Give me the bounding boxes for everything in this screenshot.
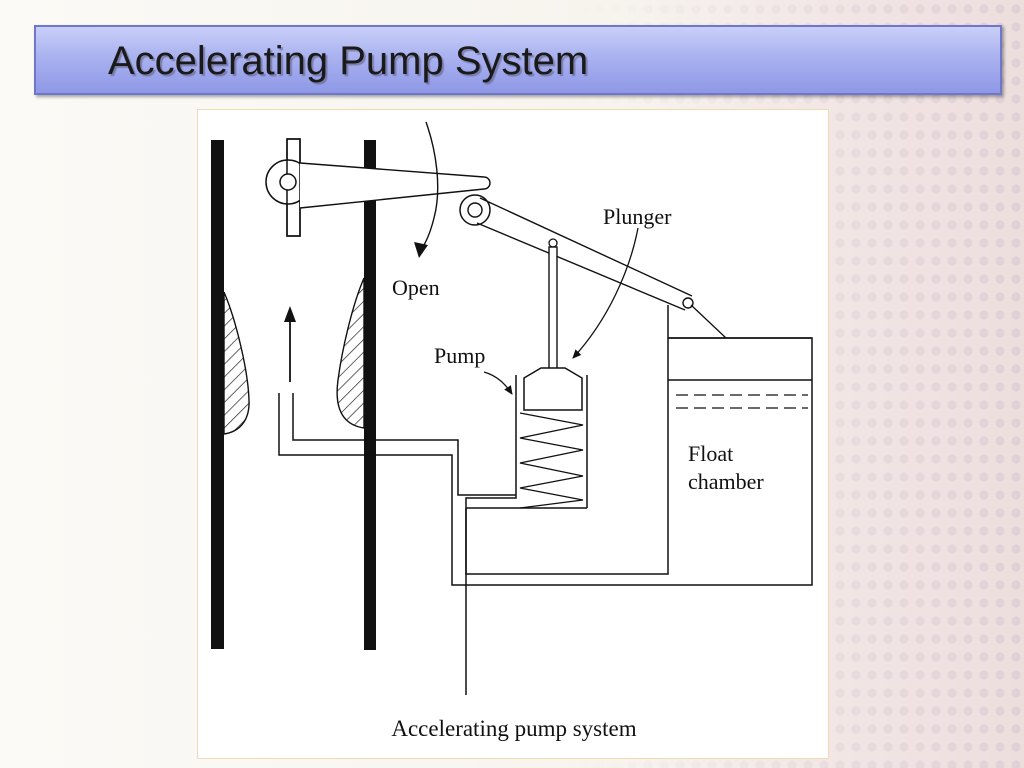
figure-caption: Accelerating pump system (391, 716, 637, 741)
pump-leader (483, 371, 513, 395)
float-label-line2: chamber (688, 469, 764, 494)
throttle-lever (299, 162, 491, 209)
pump-spring (519, 412, 584, 509)
lever-float-link (690, 304, 727, 339)
left-barrel-wall (211, 140, 224, 649)
right-venturi (336, 277, 365, 429)
discharge-passage-inner (292, 393, 516, 496)
plunger-label: Plunger (603, 204, 672, 229)
right-barrel-wall (364, 140, 376, 650)
title-bar: Accelerating Pump System (34, 25, 1002, 95)
slide-title: Accelerating Pump System (108, 39, 589, 83)
pump-cylinder (465, 375, 517, 695)
linkage-pivot-pin (467, 202, 483, 218)
pump-lever (476, 197, 693, 311)
plunger-pin (548, 238, 558, 248)
float-label-line1: Float (688, 441, 734, 466)
open-arrow (419, 121, 439, 253)
pump-diagram (211, 121, 813, 695)
plunger-leader (572, 227, 639, 359)
open-label: Open (392, 275, 440, 300)
diagram-figure: Plunger Open Pump Float chamber Accelera… (197, 109, 829, 759)
pump-bottom-passage (465, 305, 669, 575)
open-arrow-head (414, 242, 428, 258)
plunger-piston (523, 367, 583, 411)
plunger-rod (548, 246, 558, 370)
airflow-arrow (284, 306, 296, 382)
pump-label: Pump (434, 343, 486, 368)
pump-lever-end (682, 297, 694, 309)
throttle-valve (265, 138, 311, 237)
left-venturi (223, 291, 250, 435)
